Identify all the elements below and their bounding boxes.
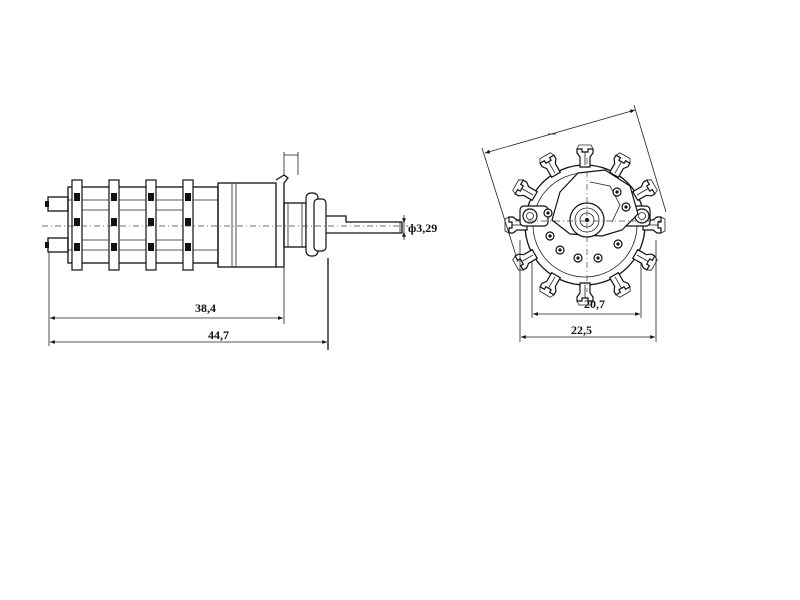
terminal-lug <box>631 248 658 271</box>
terminal-lug <box>576 144 594 168</box>
terminal-lugs <box>504 144 666 306</box>
shaft-diameter-label: ф3,29 <box>408 221 437 235</box>
switch-body <box>42 152 408 271</box>
overall-length-label: 44,7 <box>208 328 229 342</box>
shaft <box>326 215 403 234</box>
detent-housing <box>217 182 277 268</box>
terminal-lug <box>608 152 631 179</box>
terminal-lug <box>512 179 539 202</box>
bushing-nut <box>305 192 327 257</box>
wafer-3 <box>145 179 157 271</box>
outer-width-label: 22,5 <box>571 323 592 337</box>
rotor-plate <box>551 169 639 238</box>
terminal-lug <box>576 282 594 306</box>
contact-rivets <box>543 187 631 263</box>
terminal-lug <box>539 152 562 179</box>
front-rotated-dimension <box>481 104 667 263</box>
body-length-label: 38,4 <box>195 301 216 315</box>
terminal-lug <box>608 271 631 298</box>
terminal-lug <box>512 248 539 271</box>
mounting-bracket <box>275 174 307 268</box>
side-dimensions <box>48 215 406 350</box>
front-view: 20,7 22,5 <box>481 104 667 342</box>
wafer-4 <box>182 179 194 271</box>
terminal-lug <box>539 271 562 298</box>
inner-width-label: 20,7 <box>584 297 605 311</box>
wafer-2 <box>108 179 120 271</box>
wafer-1 <box>71 179 83 271</box>
terminal-lug <box>631 179 658 202</box>
side-view: 38,4 44,7 ф3,29 <box>42 152 437 350</box>
front-dimensions <box>519 240 657 342</box>
